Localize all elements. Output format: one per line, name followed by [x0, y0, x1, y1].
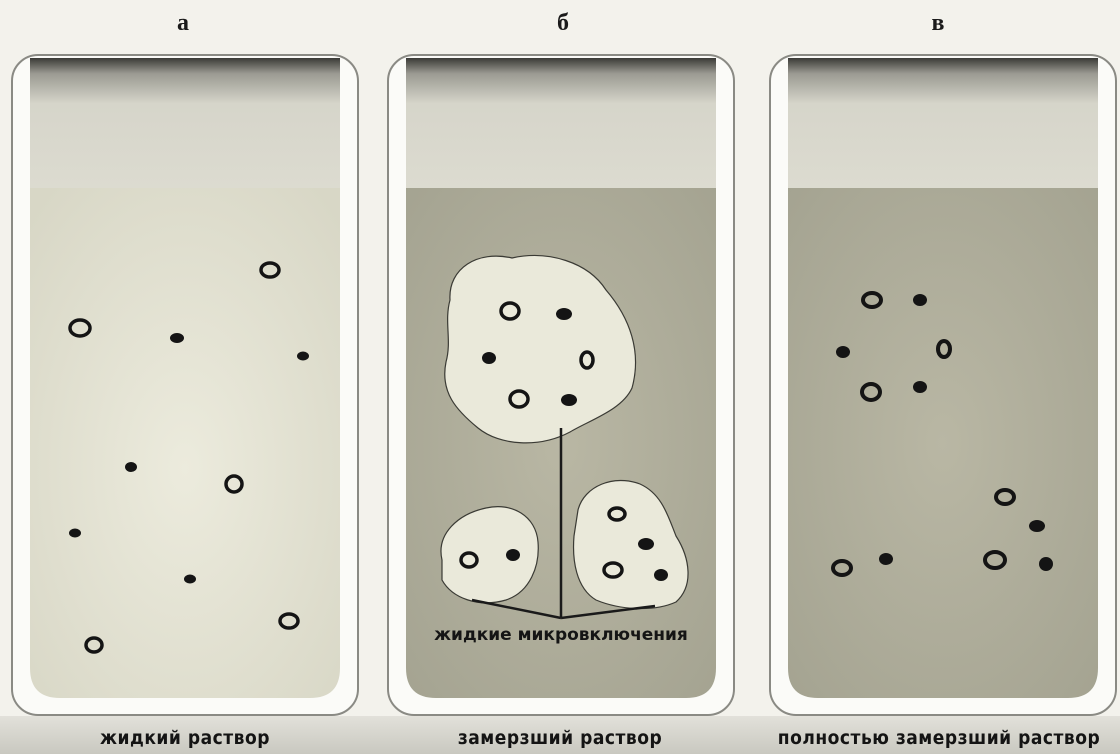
particle-dot [1029, 520, 1045, 532]
particle-dot [913, 381, 927, 393]
tube-c-frozen-solution [788, 188, 1098, 698]
particle-dot [297, 352, 309, 361]
test-tube-diagram: жидкие микровключения [0, 0, 1120, 720]
particle-dot [69, 529, 81, 538]
particle-dot [125, 462, 137, 472]
particle-dot [482, 352, 496, 364]
particle-dot [170, 333, 184, 343]
caption-liquid-solution: жидкий раствор [60, 727, 310, 749]
particle-dot [913, 294, 927, 306]
particle-dot [561, 394, 577, 406]
annotation-liquid-inclusions: жидкие микровключения [434, 625, 688, 645]
tube-a-liquid [30, 188, 340, 698]
particle-dot [836, 346, 850, 358]
particle-dot [1039, 557, 1053, 571]
tube-a-gas-space [30, 58, 340, 188]
particle-dot [184, 575, 196, 584]
particle-dot [506, 549, 520, 561]
caption-frozen-solution: замерзший раствор [420, 727, 700, 749]
tube-a [12, 55, 358, 715]
particle-dot [556, 308, 572, 320]
particle-dot [638, 538, 654, 550]
particle-dot [654, 569, 668, 581]
particle-dot [879, 553, 893, 565]
tube-c-gas-space [788, 58, 1098, 188]
caption-fully-frozen-solution: полностью замерзший раствор [762, 727, 1116, 749]
tube-c [770, 55, 1116, 715]
tube-b-gas-space [406, 58, 716, 188]
